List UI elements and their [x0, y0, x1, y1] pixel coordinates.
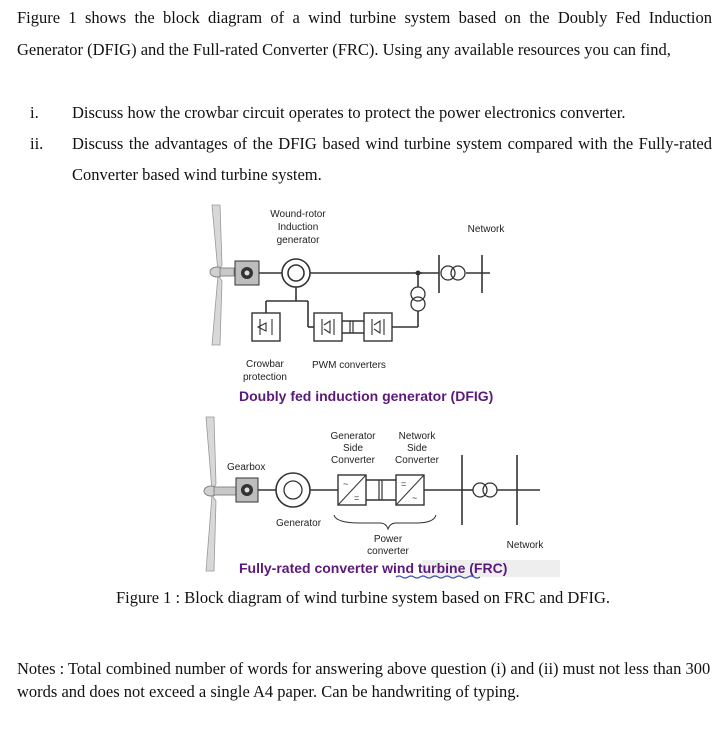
- frc-label-nsc-1: Network: [399, 431, 437, 442]
- question-ii: ii. Discuss the advantages of the DFIG b…: [0, 128, 726, 192]
- dfig-label-wound-2: Induction: [278, 222, 319, 233]
- block-diagram-svg: Wound-rotor Induction generator Network …: [203, 204, 560, 579]
- pwm-grid-side-box-icon: [363, 312, 393, 342]
- dfig-turbine-icon: [209, 204, 235, 346]
- svg-text:=: =: [354, 493, 359, 503]
- question-i-number: i.: [30, 103, 39, 122]
- pwm-rotor-side-box-icon: [313, 312, 343, 342]
- dfig-label-wound-3: generator: [277, 235, 320, 246]
- frc-label-network: Network: [507, 540, 545, 551]
- svg-text:=: =: [401, 479, 406, 489]
- svg-text:~: ~: [412, 493, 417, 503]
- dfig-label-crowbar-2: protection: [243, 372, 287, 383]
- frc-diagram: ~ = = ~ Generator Side Converter Network…: [203, 416, 560, 579]
- frc-label-gsc-1: Generator: [330, 431, 376, 442]
- notes-paragraph: Notes : Total combined number of words f…: [17, 659, 711, 701]
- intro-paragraph: Figure 1 shows the block diagram of a wi…: [17, 8, 712, 59]
- question-i-text: Discuss how the crowbar circuit operates…: [72, 103, 626, 122]
- dfig-diagram: Wound-rotor Induction generator Network …: [209, 204, 506, 404]
- dfig-label-crowbar-1: Crowbar: [246, 359, 284, 370]
- frc-network-transformer-icon: [472, 482, 498, 498]
- question-ii-number: ii.: [30, 134, 44, 153]
- frc-title: Fully-rated converter wind turbine (FRC): [239, 560, 507, 576]
- frc-label-power-1: Power: [374, 534, 403, 545]
- dfig-label-network: Network: [468, 224, 506, 235]
- svg-text:~: ~: [343, 479, 348, 489]
- block-diagram-figure: Wound-rotor Induction generator Network …: [190, 195, 560, 585]
- frc-label-nsc-2: Side: [407, 443, 427, 454]
- frc-label-gsc-2: Side: [343, 443, 363, 454]
- frc-label-power-2: converter: [367, 546, 409, 557]
- dfig-network-transformer-icon: [440, 265, 466, 281]
- frc-label-gearbox: Gearbox: [227, 462, 265, 473]
- frc-turbine-icon: [203, 416, 237, 572]
- frc-label-generator: Generator: [276, 518, 322, 529]
- figure-caption: Figure 1 : Block diagram of wind turbine…: [115, 588, 611, 607]
- dfig-label-wound-1: Wound-rotor: [270, 209, 326, 220]
- frc-label-gsc-3: Converter: [331, 455, 376, 466]
- dfig-title: Doubly fed induction generator (DFIG): [239, 388, 493, 404]
- dfig-label-pwm: PWM converters: [312, 360, 386, 371]
- question-ii-text: Discuss the advantages of the DFIG based…: [72, 134, 712, 184]
- frc-label-nsc-3: Converter: [395, 455, 440, 466]
- dfig-transformer-icon: [410, 286, 426, 312]
